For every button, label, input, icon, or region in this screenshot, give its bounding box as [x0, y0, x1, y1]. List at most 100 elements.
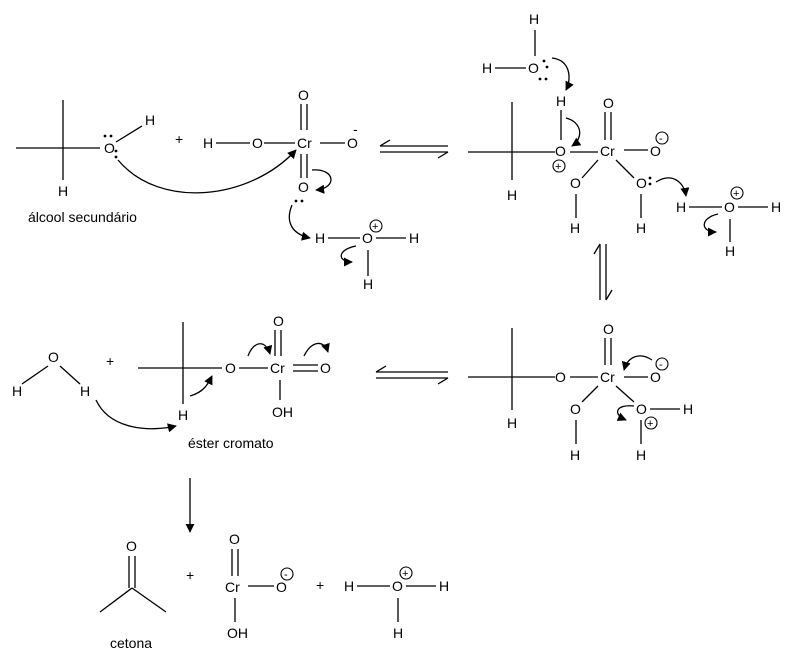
rearranged-chromium: Cr [600, 369, 615, 385]
chromic-acid-bottom-oxygen: O [298, 179, 309, 195]
chromic-acid-hydroxyl-oxygen: O [252, 135, 263, 151]
intermediate-top-o: O [603, 95, 614, 111]
negative-charge-sign: - [659, 133, 663, 145]
hydronium-3-oxygen: O [392, 578, 403, 594]
rearranged-intermediate: H O Cr O O - O H O H H + [468, 321, 693, 463]
oxide-negative-charge: - [353, 121, 358, 137]
curved-arrow-hydronium-2 [703, 213, 719, 237]
positive-charge-sign: + [372, 221, 378, 233]
plus-sign-3: + [186, 567, 194, 583]
positive-charge-icon [644, 416, 658, 430]
curved-arrow-elimination [189, 375, 213, 397]
hydronium-1-h-right: H [409, 230, 419, 246]
intermediate-lower-right-o: O [636, 175, 647, 191]
intermediate-lower-left-h: H [570, 220, 580, 236]
positive-charge-icon [369, 219, 383, 233]
positive-charge-sign: + [402, 568, 408, 580]
curved-arrow-to-hydronium [655, 177, 690, 197]
protonated-intermediate: H H O + Cr O O - O H O H [468, 93, 690, 236]
positive-charge-icon [730, 186, 744, 200]
curved-arrow-alcohol-attack [117, 149, 297, 194]
chromium-iv-product: O Cr O - OH [225, 531, 294, 641]
water-top-oxygen: O [528, 60, 539, 76]
curved-arrow-hydronium-1 [340, 245, 357, 267]
rearranged-oxide-o: O [650, 369, 661, 385]
curved-arrow-oh-bond [565, 117, 582, 147]
positive-charge-icon [552, 159, 566, 173]
hydronium-2-h-right: H [771, 199, 781, 215]
negative-charge-icon [655, 131, 669, 145]
curved-arrow-cr-o-bond [311, 169, 332, 194]
water-left-h-left: H [12, 383, 22, 399]
intermediate-carbinol-h: H [507, 187, 517, 203]
hydronium-1-h-left: H [315, 230, 325, 246]
ketone-oxygen: O [126, 538, 137, 554]
plus-sign-1: + [175, 131, 183, 147]
hydronium-3-h-right: H [439, 578, 449, 594]
rearranged-lower-left-h: H [570, 447, 580, 463]
product-chromium: Cr [225, 579, 240, 595]
equilibrium-arrow-1 [379, 139, 449, 159]
chromate-ester: H O Cr O O OH éster cromato [138, 313, 331, 451]
hydronium-2-oxygen: O [724, 199, 735, 215]
chromic-acid-hydrogen: H [203, 135, 213, 151]
positive-charge-sign: + [647, 418, 653, 430]
chromate-ester-o: O [225, 360, 236, 376]
chromate-ester-carbinol-h: H [178, 407, 188, 423]
positive-charge-sign: + [733, 188, 739, 200]
hydronium-3-h-left: H [344, 578, 354, 594]
intermediate-lower-left-o: O [570, 175, 581, 191]
hydronium-1: H O H H + [315, 219, 419, 292]
product-cr-top-o: O [229, 531, 240, 547]
chromic-acid-oxide-oxygen: O [347, 135, 358, 151]
water-top-h-up: H [529, 11, 539, 27]
secondary-alcohol: O H H álcool secundário [16, 100, 155, 225]
chromic-acid: H O Cr O - O O [203, 87, 358, 203]
intermediate-bridging-o: O [555, 143, 566, 159]
hydronium-2: H O H H + [676, 186, 781, 259]
chromate-ester-chromium: Cr [270, 360, 285, 376]
caption-chromate-ester: éster cromato [188, 435, 274, 451]
curved-arrow-cr-reform [621, 355, 653, 371]
water-top-h-left: H [482, 60, 492, 76]
alcohol-oxygen: O [104, 140, 115, 156]
rearranged-bridging-o: O [555, 369, 566, 385]
rearranged-lower-right-o: O [636, 401, 647, 417]
curved-arrow-water-deprotonation [551, 57, 574, 91]
hydronium-3-h-bottom: H [393, 625, 403, 641]
alcohol-carbinol-hydrogen: H [58, 183, 68, 199]
alcohol-oh-hydrogen: H [145, 112, 155, 128]
positive-charge-icon [399, 566, 413, 580]
curved-arrow-protonation [288, 204, 311, 241]
equilibrium-arrow-2 [375, 365, 449, 385]
chromate-ester-oh: OH [272, 404, 293, 420]
caption-ketone: cetona [110, 635, 152, 651]
rearranged-lower-right-h-right: H [683, 401, 693, 417]
curved-arrow-water-attack [95, 399, 177, 433]
water-left-oxygen: O [48, 349, 59, 365]
curved-arrow-ester-1 [247, 343, 273, 357]
chromium-atom: Cr [297, 135, 312, 151]
negative-charge-icon [280, 567, 294, 581]
product-cr-oxide-o: O [276, 579, 287, 595]
curved-arrow-ester-2 [303, 342, 330, 357]
intermediate-lower-right-h: H [636, 220, 646, 236]
intermediate-oxide-o: O [650, 143, 661, 159]
rearranged-lower-left-o: O [570, 401, 581, 417]
hydronium-1-h-bottom: H [363, 276, 373, 292]
negative-charge-sign: - [284, 569, 288, 581]
water-left-h-right: H [80, 383, 90, 399]
chromic-acid-top-oxygen: O [298, 87, 309, 103]
intermediate-oh-h: H [556, 93, 566, 109]
rearranged-carbinol-h: H [507, 415, 517, 431]
hydronium-1-oxygen: O [362, 230, 373, 246]
caption-secondary-alcohol: álcool secundário [28, 209, 137, 225]
rearranged-lower-right-h-bottom: H [636, 447, 646, 463]
chromate-ester-top-o: O [273, 313, 284, 329]
plus-sign-2: + [106, 353, 114, 369]
intermediate-chromium: Cr [600, 143, 615, 159]
hydronium-3: H O H H + [344, 566, 449, 641]
product-cr-oh: OH [227, 625, 248, 641]
water-top: H H O [482, 11, 574, 91]
